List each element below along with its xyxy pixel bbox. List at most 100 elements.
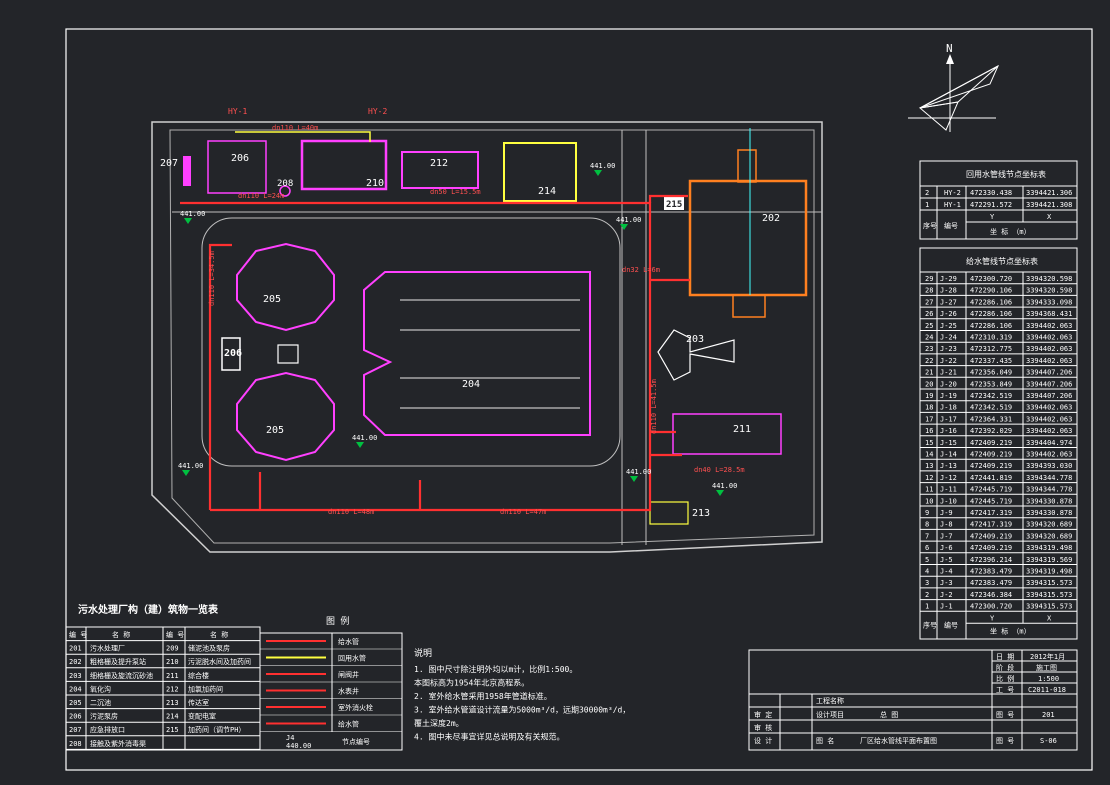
j-row-no: 14 (925, 451, 933, 459)
legend-node-text: 节点编号 (342, 737, 370, 746)
legend-title: 图 例 (326, 615, 349, 627)
j-row-y: 472286.106 (970, 310, 1012, 318)
j-row-id: J-26 (940, 310, 957, 318)
pipe-hy1: HY-1 (228, 107, 247, 116)
hy-hdr-y: Y (990, 213, 995, 221)
label-202: 202 (762, 213, 780, 224)
j-row-id: J-17 (940, 415, 957, 423)
j-row-id: J-27 (940, 298, 957, 306)
elev-f: 441.00 (626, 468, 651, 476)
legend-item-label: 给水管 (338, 637, 359, 646)
notes-title: 说明 (414, 647, 432, 659)
label-208: 208 (277, 179, 293, 189)
j-row-y: 472300.720 (970, 275, 1012, 283)
label-210: 210 (366, 178, 384, 189)
j-row-id: J-28 (940, 287, 957, 295)
j-row-y: 472353.849 (970, 380, 1012, 388)
note-line: 1. 图中尺寸除注明外均以m计，比例1:500。 (414, 664, 577, 674)
hy-row-id: HY-2 (944, 189, 961, 197)
j-row-x: 3394320.689 (1026, 532, 1072, 540)
st-left-name: 应急排放口 (90, 725, 125, 734)
j-row-id: J-22 (940, 357, 957, 365)
j-row-y: 472445.719 (970, 486, 1012, 494)
tb-sheet-label: 图 号 (996, 737, 1014, 745)
j-row-x: 3394402.063 (1026, 357, 1072, 365)
j-row-y: 472441.819 (970, 474, 1012, 482)
j-row-id: J-12 (940, 474, 957, 482)
hy-hdr-x: X (1047, 213, 1052, 221)
st-right-no: 215 (166, 726, 179, 734)
hy-row-y: 472330.438 (970, 189, 1012, 197)
j-hdr-x: X (1047, 614, 1052, 622)
pipe-hy2: HY-2 (368, 107, 387, 116)
building-204 (363, 271, 591, 436)
j-row-x: 3394333.098 (1026, 298, 1072, 306)
label-205a: 205 (263, 294, 281, 305)
pipe-dn110-45: dn110 L=34.5m (208, 251, 216, 306)
legend-item-label: 闸阀井 (338, 670, 359, 679)
st-right-no: 210 (166, 658, 179, 666)
j-row-y: 472409.219 (970, 532, 1012, 540)
j-row-id: J-20 (940, 380, 957, 388)
st-left-name: 接触及紫外消毒渠 (90, 739, 146, 748)
j-row-y: 472417.319 (970, 521, 1012, 529)
j-row-x: 3394404.974 (1026, 439, 1072, 447)
j-row-y: 472337.435 (970, 357, 1012, 365)
j-row-no: 10 (925, 497, 933, 505)
j-row-id: J-25 (940, 322, 957, 330)
outlet-structure (732, 294, 766, 318)
hy-row-y: 472291.572 (970, 201, 1012, 209)
elevation-markers (182, 170, 724, 496)
j-row-y: 472312.775 (970, 345, 1012, 353)
j-row-id: J-3 (940, 579, 953, 587)
building-211 (672, 413, 782, 455)
j-row-no: 11 (925, 486, 933, 494)
label-205b: 205 (266, 425, 284, 436)
j-row-y: 472445.719 (970, 497, 1012, 505)
building-208 (279, 185, 291, 197)
st-hdr-no: 编 号 (69, 630, 87, 639)
pipe-dn110-24: dn110 L=24m (238, 192, 284, 200)
j-row-id: J-18 (940, 404, 957, 412)
north-arrow-icon: N (908, 42, 1000, 132)
j-row-x: 3394402.063 (1026, 415, 1072, 423)
tb-drawing-value: 厂区给水管线平面布置图 (860, 736, 937, 745)
label-206b: 206 (224, 348, 242, 359)
elev-d: 441.00 (352, 434, 377, 442)
tb-sheet-no-value: 201 (1042, 711, 1055, 719)
j-row-x: 3394315.573 (1026, 603, 1072, 611)
hy-row-no: 1 (925, 201, 929, 209)
pipe-top-dn: dn110 L=40m (272, 124, 318, 132)
hy-hdr-unit: 坐 标 （m） (990, 227, 1031, 236)
j-row-y: 472356.049 (970, 369, 1012, 377)
j-row-id: J-1 (940, 603, 953, 611)
j-row-x: 3394407.206 (1026, 380, 1072, 388)
j-row-no: 26 (925, 310, 933, 318)
hy-row-x: 3394421.306 (1026, 189, 1072, 197)
note-line: 2. 室外给水管采用1958年管道标准。 (414, 691, 552, 701)
j-row-no: 21 (925, 369, 933, 377)
label-204: 204 (462, 379, 480, 390)
j-row-no: 4 (925, 568, 929, 576)
water-supply-pipes (180, 194, 690, 512)
legend-item-label: 回用水管 (338, 654, 366, 663)
st-right-no: 214 (166, 713, 179, 721)
legend-item-label: 给水管 (338, 720, 359, 729)
drawing-frame (65, 28, 1093, 771)
j-row-x: 3394402.063 (1026, 404, 1072, 412)
j-row-no: 16 (925, 427, 933, 435)
j-hdr-no: 序号 (923, 620, 937, 629)
tb-proj-no-label: 工 号 (996, 686, 1014, 694)
j-row-x: 3394320.598 (1026, 275, 1072, 283)
st-right-name: 污泥脱水间及加药间 (188, 657, 251, 666)
label-207: 207 (160, 158, 178, 169)
j-row-x: 3394407.206 (1026, 392, 1072, 400)
j-row-id: J-23 (940, 345, 957, 353)
j-row-x: 3394315.573 (1026, 591, 1072, 599)
label-213: 213 (692, 508, 710, 519)
j-row-x: 3394393.030 (1026, 462, 1072, 470)
building-203 (657, 329, 735, 381)
